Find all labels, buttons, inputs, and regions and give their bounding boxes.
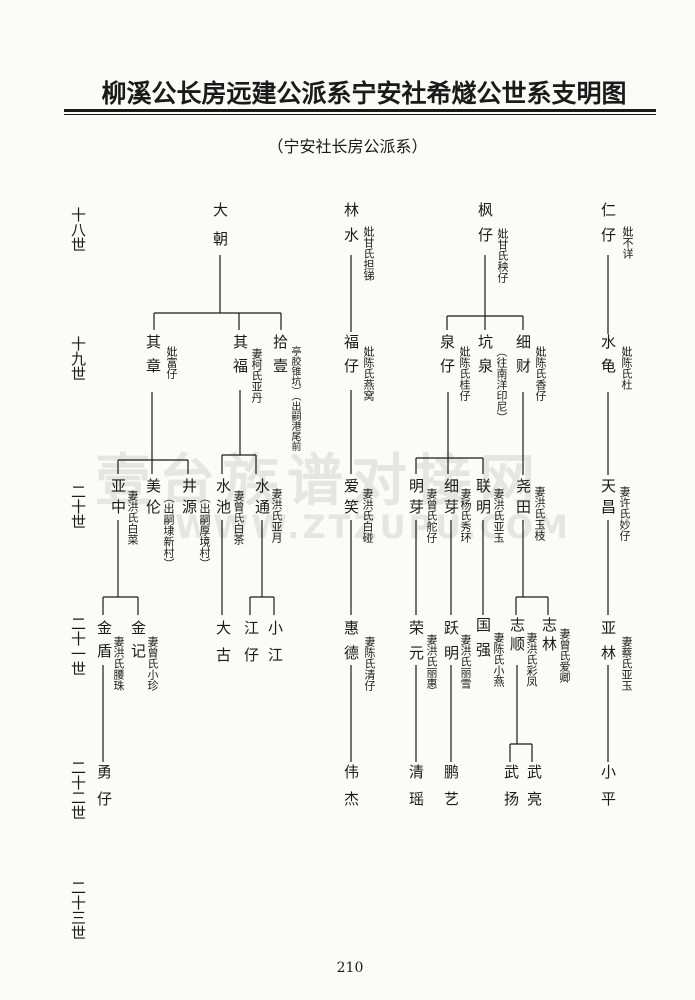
spouse-quanzai: 妣陈氏桂仔 xyxy=(458,346,471,401)
person-name-rongyuan: 荣元 xyxy=(407,620,425,670)
generation-label-18: 十八世 xyxy=(69,207,87,252)
page-title: 柳溪公长房远建公派系宁安社希燧公世系支明图 xyxy=(101,79,627,108)
person-name-yalin: 亚林 xyxy=(599,620,617,670)
person-name-yazhong: 亚中 xyxy=(109,478,127,520)
person-name-yaotian: 尧田 xyxy=(514,478,532,520)
spouse-qifu: 妻柯氏亚丹 xyxy=(250,348,263,403)
generation-label-23: 二十三世 xyxy=(69,880,87,940)
spouse-renzai: 妣不详 xyxy=(621,226,634,259)
person-name-jingyuan: 井源 xyxy=(180,478,198,520)
person-name-shiyi: 拾壹 xyxy=(271,334,289,382)
person-name-lianming: 联明 xyxy=(474,478,492,520)
person-name-aixiao: 爱笑 xyxy=(342,478,360,520)
spouse-yalin: 妻蔡氏亚玉 xyxy=(620,636,633,691)
person-name-xiaoping: 小平 xyxy=(599,764,617,818)
note-meilun: （出嗣埭新村） xyxy=(162,492,175,569)
title-rule-thin xyxy=(64,114,656,115)
person-name-qifu: 其福 xyxy=(231,334,249,382)
page-number: 210 xyxy=(336,960,364,976)
person-name-shuitong: 水通 xyxy=(253,478,271,520)
person-name-zhilin: 志林 xyxy=(540,617,558,655)
person-name-qizhang: 其章 xyxy=(144,334,162,382)
spouse-guoqiang: 妻陈氏小燕 xyxy=(492,632,505,687)
page-subtitle: （宁安社长房公派系） xyxy=(267,137,428,156)
person-name-yongzai: 勇仔 xyxy=(95,764,113,818)
spouse-shuichi: 妻曾氏白茶 xyxy=(232,490,245,545)
person-name-guoqiang: 国强 xyxy=(474,617,492,667)
person-name-weijie: 伟杰 xyxy=(342,764,360,818)
generation-label-19: 十九世 xyxy=(69,336,87,381)
person-name-huide: 惠德 xyxy=(342,620,360,670)
person-name-jindun: 金盾 xyxy=(95,620,113,666)
person-name-zhishun: 志顺 xyxy=(508,617,526,655)
spouse-fuzai: 妣陈氏燕窝 xyxy=(362,346,375,401)
person-name-tianchang: 天昌 xyxy=(599,478,617,520)
spouse-huide: 妻陈氏清仔 xyxy=(363,636,376,691)
person-name-meilun: 美伦 xyxy=(144,478,162,520)
spouse-lianming: 妻洪氏亚玉 xyxy=(492,488,505,543)
person-name-jinji: 金记 xyxy=(129,620,147,666)
spouse-yaotian: 妻洪氏玉枝 xyxy=(533,486,546,541)
spouse-yueming: 妻洪氏丽雪 xyxy=(459,634,472,689)
person-name-wuyang: 武扬 xyxy=(502,764,520,818)
person-name-qingyao: 清瑶 xyxy=(407,764,425,818)
person-name-fuzai: 福仔 xyxy=(342,334,360,382)
person-name-renzai: 仁仔 xyxy=(599,202,617,252)
note-jingyuan: （出嗣厚境村） xyxy=(198,492,211,569)
person-name-quanzai: 泉仔 xyxy=(438,334,456,382)
person-name-pengyi: 鹏艺 xyxy=(442,764,460,818)
spouse-jindun: 妻洪氏腰珠 xyxy=(112,636,125,691)
person-name-shuigui: 水龟 xyxy=(599,334,617,382)
person-name-shuichi: 水池 xyxy=(214,478,232,520)
generation-label-20: 二十世 xyxy=(69,484,87,529)
person-name-jiangzai: 江仔 xyxy=(242,620,260,674)
person-name-xiya: 细芽 xyxy=(442,478,460,520)
person-name-mingya: 明芽 xyxy=(407,478,425,520)
person-name-fengzai: 枫仔 xyxy=(476,202,494,252)
generation-label-22: 二十二世 xyxy=(69,760,87,820)
watermark-url: WWW.ZTZUPU.COM xyxy=(175,508,571,546)
spouse-jinji: 妻曾氏小珍 xyxy=(146,636,159,691)
note-shiyi: 亭胶锥坑）（出嗣港尾前 xyxy=(289,346,300,451)
note-kengquan: （往南洋印尼） xyxy=(495,346,508,423)
spouse-linshui: 妣甘氏担锑 xyxy=(362,226,375,281)
person-name-dachao: 大朝 xyxy=(211,202,229,260)
person-name-wuliang: 武亮 xyxy=(525,764,543,818)
person-name-xicai: 细财 xyxy=(514,334,532,382)
spouse-shuigui: 妣陈氏杜 xyxy=(620,346,633,390)
spouse-qizhang: 妣富仔 xyxy=(165,346,178,379)
person-name-yueming: 跃明 xyxy=(442,620,460,670)
person-name-dagu: 大古 xyxy=(214,620,232,674)
spouse-shuitong: 妻洪氏亚月 xyxy=(270,488,283,543)
spouse-xiya: 妻杨氏秀环 xyxy=(459,488,472,543)
spouse-tianchang: 妻许氏妙仔 xyxy=(618,486,631,541)
title-rule-thick xyxy=(64,109,656,112)
generation-label-21: 二十一世 xyxy=(69,616,87,676)
spouse-zhilin: 妻曾氏爱卿 xyxy=(558,628,571,683)
spouse-mingya: 妻曾氏舵仔 xyxy=(425,488,438,543)
spouse-xicai: 妣陈氏香仔 xyxy=(534,346,547,401)
spouse-aixiao: 妻洪氏白碰 xyxy=(361,488,374,543)
person-name-linshui: 林水 xyxy=(342,202,360,252)
person-name-kengquan: 坑泉 xyxy=(476,334,494,382)
person-name-xiaojiang: 小江 xyxy=(266,620,284,674)
spouse-yazhong: 妻洪氏白菜 xyxy=(126,490,139,545)
spouse-fengzai: 妣甘氏秧仔 xyxy=(496,228,509,283)
spouse-zhishun: 妻洪氏彩凤 xyxy=(525,632,538,687)
spouse-rongyuan: 妻洪氏丽惠 xyxy=(425,634,438,689)
